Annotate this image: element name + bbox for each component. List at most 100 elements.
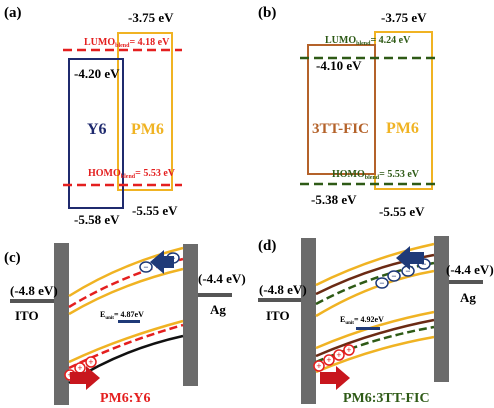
- pm6-lumo-value: -3.75 eV: [128, 10, 174, 25]
- hole-transport-arrow: [320, 366, 350, 390]
- electron-transport-arrow: [150, 250, 174, 274]
- y6-label: Y6: [87, 121, 107, 138]
- fic-label: 3TT-FIC: [312, 121, 369, 137]
- eunit-sub: unit: [105, 316, 114, 321]
- homo-blend-prefix: HOMO: [332, 169, 365, 180]
- ag-workfunction-bar: [198, 293, 232, 297]
- homo-blend-value: = 5.53 eV: [135, 168, 176, 179]
- second-homo-band: [315, 335, 435, 374]
- pm6-energy-box: [374, 31, 433, 190]
- hole: +: [313, 360, 325, 372]
- y6-energy-box: [68, 58, 124, 209]
- ito-workfunction-bar: [258, 298, 301, 302]
- blend-name: PM6:3TT-FIC: [343, 391, 430, 406]
- hole: +: [333, 349, 345, 361]
- hole: +: [343, 344, 355, 356]
- fic-homo-value: -5.38 eV: [311, 192, 357, 207]
- hole-sign: +: [346, 345, 351, 355]
- lumo-blend-label: LUMOblend= 4.24 eV: [325, 35, 411, 47]
- electron-sign: −: [405, 266, 410, 276]
- panel-c: (c) Eunit= 4.87eV − − − + + + (-4.8 eV) …: [4, 243, 246, 406]
- ag-workfunction: (-4.4 eV): [198, 271, 246, 286]
- electron-transport-arrow: [396, 246, 424, 270]
- panel-b-label: (b): [258, 5, 276, 21]
- panel-a-label: (a): [4, 5, 22, 21]
- hole-sign: +: [326, 355, 331, 365]
- eunit-label: Eunit= 4.92eV: [340, 315, 384, 326]
- ito-workfunction: (-4.8 eV): [259, 282, 307, 297]
- panel-d: (d) Eunit= 4.92eV − − − − + + + + (-4.8 …: [258, 236, 494, 406]
- homo-blend-value: = 5.53 eV: [379, 169, 420, 180]
- pm6-homo-band: [68, 319, 184, 364]
- hole-sign: +: [336, 350, 341, 360]
- hole: +: [323, 354, 335, 366]
- hole-sign: +: [316, 361, 321, 371]
- eunit-value: = 4.92eV: [354, 315, 384, 324]
- panel-d-label: (d): [258, 238, 276, 254]
- panel-a: (a) -3.75 eV -4.20 eV -5.58 eV -5.55 eV …: [4, 5, 182, 227]
- eunit-sub: unit: [345, 321, 354, 326]
- pm6-label: PM6: [386, 120, 419, 137]
- pm6-lumo-value: -3.75 eV: [381, 10, 427, 25]
- ito-workfunction: (-4.8 eV): [10, 283, 58, 298]
- pm6-energy-box: [117, 32, 173, 191]
- eunit-level: [356, 327, 380, 330]
- homo-blend-sub: blend: [121, 174, 136, 180]
- eunit-value: = 4.87eV: [114, 310, 144, 319]
- ag-label: Ag: [460, 290, 476, 305]
- eunit-level: [118, 320, 140, 323]
- electron-sign: −: [143, 262, 148, 272]
- homo-blend-prefix: HOMO: [88, 168, 121, 179]
- homo-blend-label: HOMOblend= 5.53 eV: [88, 168, 176, 180]
- eunit-prefix: E: [340, 315, 345, 324]
- electron: −: [375, 277, 389, 289]
- homo-blend-label: HOMOblend= 5.53 eV: [332, 169, 420, 181]
- electron: −: [139, 261, 153, 273]
- eunit-label: Eunit= 4.87eV: [100, 310, 144, 321]
- lumo-blend-prefix: LUMO: [325, 35, 356, 46]
- pm6-lumo-band: [315, 242, 435, 287]
- hole-sign: +: [77, 363, 82, 373]
- ito-workfunction-bar: [10, 299, 54, 303]
- electron: −: [387, 270, 401, 282]
- lumo-blend-prefix: LUMO: [84, 37, 115, 48]
- fic-lumo-value: -4.10 eV: [316, 58, 362, 73]
- hole-sign: +: [88, 357, 93, 367]
- second-lumo-band: [315, 269, 435, 318]
- ito-label: ITO: [15, 308, 39, 323]
- lumo-blend-value: = 4.18 eV: [129, 37, 170, 48]
- ag-workfunction-bar: [449, 280, 483, 284]
- ag-label: Ag: [210, 302, 226, 317]
- eunit-prefix: E: [100, 310, 105, 319]
- electron-sign: −: [391, 271, 396, 281]
- ag-electrode: [183, 244, 198, 386]
- pm6-label: PM6: [131, 121, 164, 138]
- hole: +: [74, 362, 86, 374]
- pm6-homo-value: -5.55 eV: [379, 204, 425, 219]
- fic-energy-box: [307, 44, 376, 175]
- electron-sign: −: [379, 278, 384, 288]
- blend-name: PM6:Y6: [100, 391, 151, 406]
- panel-c-label: (c): [4, 250, 21, 266]
- y6-lumo-value: -4.20 eV: [74, 66, 120, 81]
- y6-homo-value: -5.58 eV: [74, 212, 120, 227]
- y6-lumo-band: [68, 267, 184, 316]
- lumo-blend-sub: blend: [115, 43, 130, 49]
- lumo-blend-label: LUMOblend= 4.18 eV: [84, 37, 170, 49]
- homo-blend-sub: blend: [365, 175, 380, 181]
- lumo-blend-value: = 4.24 eV: [370, 35, 411, 46]
- ag-workfunction: (-4.4 eV): [446, 262, 494, 277]
- ag-electrode: [434, 236, 449, 382]
- ito-label: ITO: [266, 308, 290, 323]
- pm6-lumo-band: [68, 246, 184, 298]
- pm6-homo-value: -5.55 eV: [132, 203, 178, 218]
- lumo-blend-sub: blend: [356, 41, 371, 47]
- fic-homo-band: [315, 318, 435, 358]
- ito-electrode: [54, 243, 69, 405]
- ito-electrode: [301, 238, 316, 404]
- panel-b: (b) -3.75 eV -4.10 eV -5.38 eV -5.55 eV …: [258, 5, 440, 219]
- hole: +: [85, 356, 97, 368]
- hole-transport-arrow: [70, 366, 100, 390]
